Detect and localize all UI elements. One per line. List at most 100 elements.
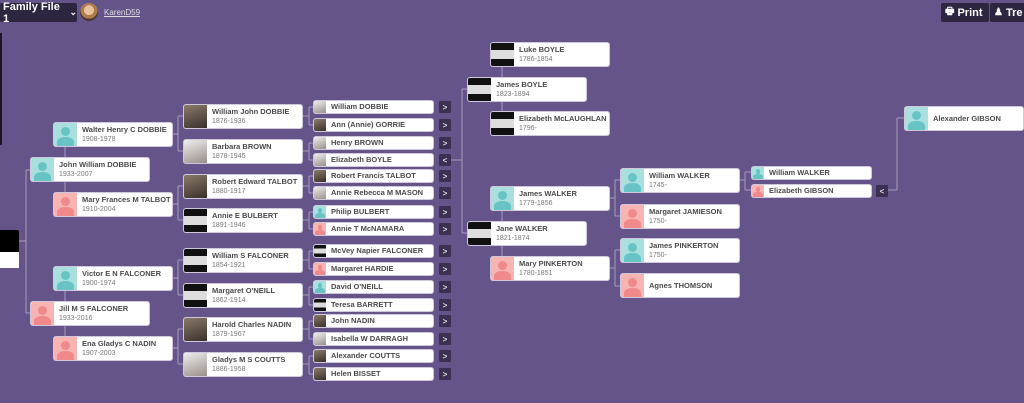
expand-chevron-right-button[interactable]: > bbox=[439, 350, 451, 362]
expand-chevron-right-button[interactable]: > bbox=[439, 368, 451, 380]
family-file-dropdown[interactable]: Family File 1 ⌄ bbox=[0, 1, 77, 25]
person-dates: 1796- bbox=[519, 125, 537, 132]
expand-chevron-right-button[interactable]: > bbox=[439, 333, 451, 345]
person-card[interactable]: William DOBBIE bbox=[314, 101, 433, 113]
person-card[interactable]: Helen BISSET bbox=[314, 368, 433, 380]
expand-chevron-right-button[interactable]: > bbox=[439, 223, 451, 235]
print-button[interactable]: 🖶 Print bbox=[941, 3, 989, 22]
person-card[interactable]: Elizabeth BOYLE bbox=[314, 154, 433, 166]
person-name: William John DOBBIE bbox=[212, 107, 290, 116]
person-card[interactable]: Robert Francis TALBOT bbox=[314, 170, 433, 182]
expand-chevron-right-button[interactable]: > bbox=[439, 263, 451, 275]
person-dates: 1779-1856 bbox=[519, 200, 553, 207]
expand-chevron-right-button[interactable]: > bbox=[439, 101, 451, 113]
collapse-chevron-left-button[interactable]: < bbox=[439, 154, 451, 166]
person-card[interactable]: William WALKER bbox=[752, 167, 871, 179]
expand-chevron-right-button[interactable]: > bbox=[439, 170, 451, 182]
user-avatar[interactable] bbox=[80, 3, 98, 21]
person-photo bbox=[184, 140, 207, 163]
person-name: Luke BOYLE bbox=[519, 45, 565, 54]
person-dates: 1879-1967 bbox=[212, 331, 246, 338]
person-photo bbox=[314, 368, 326, 380]
person-name: David O'NEILL bbox=[331, 282, 383, 291]
person-card[interactable]: Margaret O'NEILL 1862-1914 bbox=[184, 284, 302, 307]
expand-chevron-right-button[interactable]: > bbox=[439, 245, 451, 257]
expand-chevron-right-button[interactable]: > bbox=[439, 299, 451, 311]
person-card[interactable]: Margaret HARDIE bbox=[314, 263, 433, 275]
person-dates: 1880-1917 bbox=[212, 188, 246, 195]
female-silhouette-icon bbox=[752, 185, 764, 197]
person-name: Margaret O'NEILL bbox=[212, 286, 276, 295]
username-link[interactable]: KarenD59 bbox=[104, 8, 141, 17]
person-card[interactable]: Isabella W DARRAGH bbox=[314, 333, 433, 345]
person-dates: 1886-1958 bbox=[212, 366, 246, 373]
person-name: Teresa BARRETT bbox=[331, 300, 393, 309]
tree-person-icon: ♟ bbox=[994, 7, 1003, 18]
person-dates: 1907-2003 bbox=[82, 350, 116, 357]
person-card[interactable]: Alexander COUTTS bbox=[314, 350, 433, 362]
person-card[interactable]: Ann (Annie) GORRIE bbox=[314, 119, 433, 131]
person-photo bbox=[468, 78, 491, 101]
person-photo bbox=[314, 350, 326, 362]
person-card[interactable]: John NADIN bbox=[314, 315, 433, 327]
person-card[interactable]: Henry BROWN bbox=[314, 137, 433, 149]
person-name: Elizabeth GIBSON bbox=[769, 186, 834, 195]
printer-icon: 🖶 bbox=[945, 6, 955, 17]
person-name: Ena Gladys C NADIN bbox=[82, 339, 157, 348]
person-photo bbox=[184, 284, 207, 307]
expand-chevron-right-button[interactable]: > bbox=[439, 187, 451, 199]
person-photo bbox=[314, 101, 326, 113]
expand-chevron-right-button[interactable]: > bbox=[439, 206, 451, 218]
person-dates: 1862-1914 bbox=[212, 297, 246, 304]
print-label: Print bbox=[957, 6, 983, 19]
female-silhouette-icon bbox=[491, 257, 514, 280]
person-card[interactable]: Alexander GIBSON bbox=[905, 107, 1023, 130]
person-card[interactable]: Teresa BARRETT bbox=[314, 299, 433, 311]
collapse-chevron-left-button[interactable]: < bbox=[876, 185, 888, 197]
person-card[interactable]: David O'NEILL bbox=[314, 281, 433, 293]
person-card[interactable]: Philip BULBERT bbox=[314, 206, 433, 218]
tree-button[interactable]: ♟ Tre bbox=[990, 3, 1024, 22]
person-name: Annie T McNAMARA bbox=[331, 224, 405, 233]
person-name: Elizabeth BOYLE bbox=[331, 155, 392, 164]
expand-chevron-right-button[interactable]: > bbox=[439, 315, 451, 327]
expand-chevron-right-button[interactable]: > bbox=[439, 137, 451, 149]
person-name: Philip BULBERT bbox=[331, 207, 390, 216]
person-card[interactable]: Ena Gladys C NADIN 1907-2003 bbox=[54, 337, 172, 360]
male-silhouette-icon bbox=[621, 239, 644, 262]
person-name: Ann (Annie) GORRIE bbox=[331, 120, 406, 129]
male-silhouette-icon bbox=[54, 267, 77, 290]
person-card[interactable]: Annie Rebecca M MASON bbox=[314, 187, 433, 199]
person-card[interactable]: Elizabeth GIBSON bbox=[752, 185, 871, 197]
person-name: Annie Rebecca M MASON bbox=[331, 188, 424, 197]
expand-chevron-right-button[interactable]: > bbox=[439, 281, 451, 293]
person-card[interactable]: McVey Napier FALCONER bbox=[314, 245, 433, 257]
expand-chevron-right-button[interactable]: > bbox=[439, 119, 451, 131]
root-person-card[interactable] bbox=[0, 230, 19, 268]
person-card[interactable]: Annie T McNAMARA bbox=[314, 223, 433, 235]
person-card[interactable]: Agnes THOMSON bbox=[621, 274, 739, 297]
male-silhouette-icon bbox=[31, 158, 54, 181]
